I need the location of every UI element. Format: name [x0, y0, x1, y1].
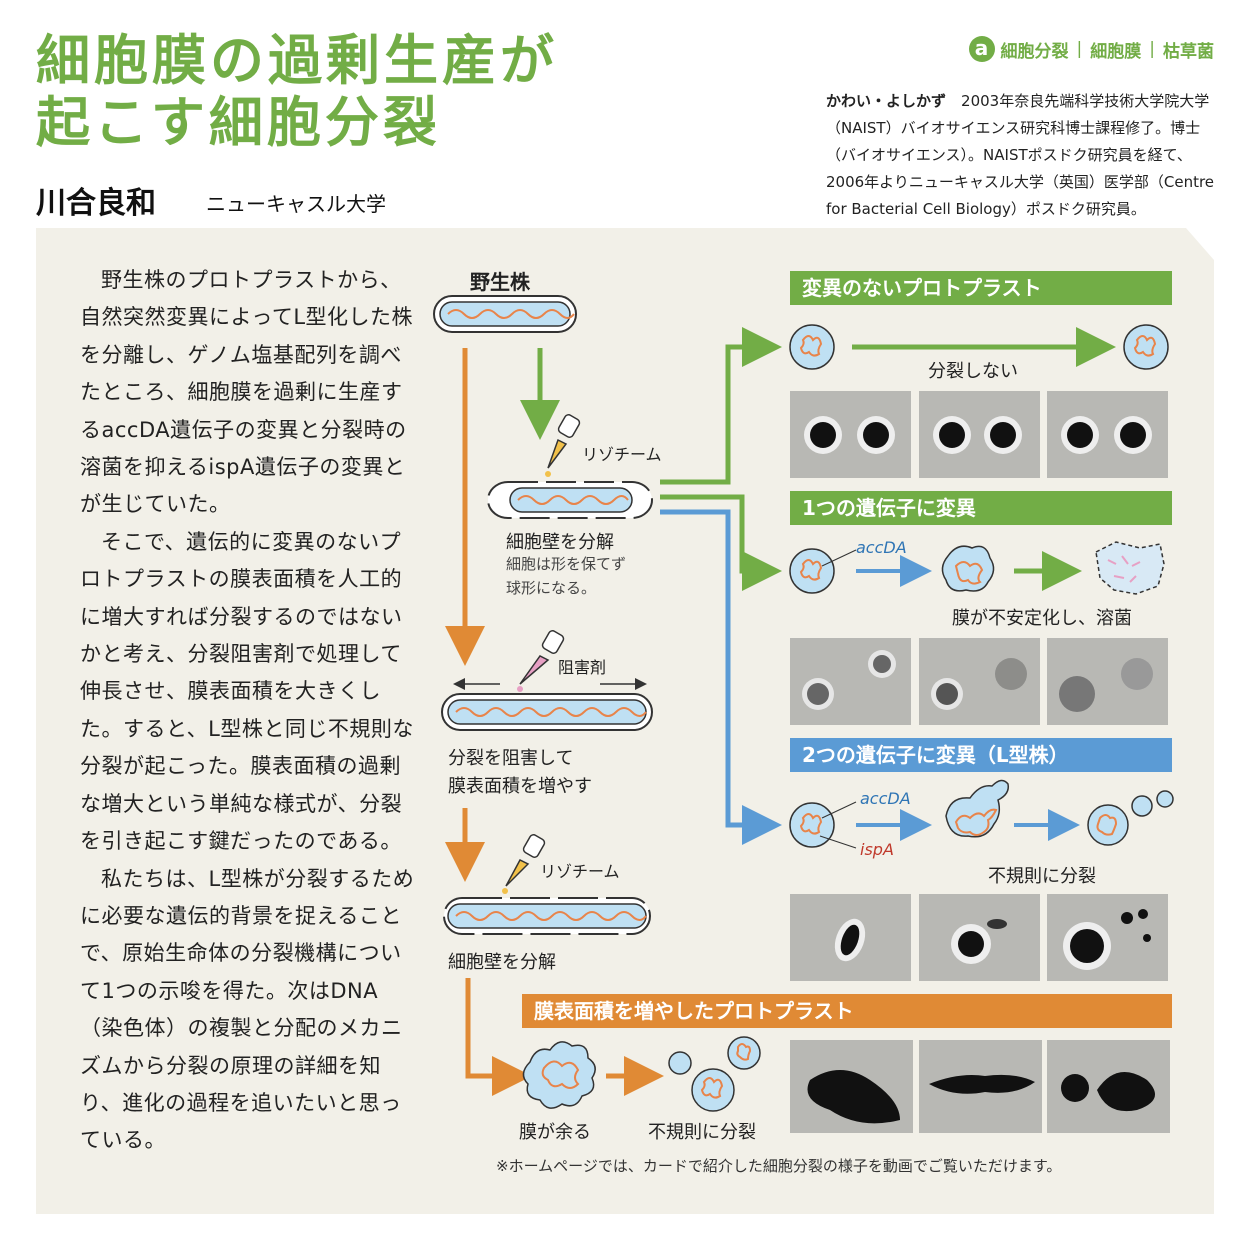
author-bio: かわい・よしかず 2003年奈良先端科学技術大学院大学（NAIST）バイオサイエ… [826, 88, 1218, 223]
protoplast-rod [509, 487, 633, 513]
title-line-1: 細胞膜の過剰生産が [36, 29, 558, 92]
irregular-daughter-2-dna [700, 1077, 724, 1099]
page-title: 細胞膜の過剰生産が 起こす細胞分裂 [36, 30, 558, 154]
elongated-dna [455, 707, 647, 717]
lysed-cell [1095, 541, 1165, 595]
tag-cell-division[interactable]: 細胞分裂 [1000, 41, 1069, 62]
header-no-mutation: 変異のないプロトプラスト [790, 271, 1172, 305]
micrograph-no-mutation-3 [1047, 391, 1168, 478]
inhibit-label-2: 膜表面積を増やす [448, 776, 592, 797]
ispA-label: ispA [860, 840, 894, 859]
protoplast-dna-2 [1133, 335, 1157, 357]
accDA-label: accDA [856, 538, 907, 557]
accDA-pointer-2 [821, 801, 857, 819]
wall-degrade-label-2: 細胞壁を分解 [448, 952, 556, 973]
category-logo-icon: a [968, 36, 995, 62]
daughter-cell-large [1087, 804, 1129, 846]
wild-type-label: 野生株 [470, 270, 530, 294]
accDA-pointer [821, 549, 857, 567]
lysis-label: 膜が不安定化し、溶菌 [952, 608, 1132, 629]
tag-divider: | [1076, 39, 1083, 59]
body-paragraph-1: 野生株のプロトプラストから、自然突然変異によってL型化した株を分離し、ゲノム塩基… [80, 268, 414, 517]
tag-bacillus[interactable]: 枯草菌 [1163, 41, 1214, 62]
author-name: 川合良和 [36, 186, 156, 221]
lysozyme-label: リゾチーム [582, 445, 662, 464]
micrograph-two-gene-1 [790, 894, 911, 981]
tag-divider: | [1149, 39, 1155, 59]
l-form-dna [799, 813, 823, 835]
wall-note-line-2: 球形になる。 [506, 579, 597, 597]
micrograph-one-gene-1 [790, 638, 911, 725]
title-line-2: 起こす細胞分裂 [36, 91, 441, 154]
l-form-sphere [789, 802, 835, 848]
irregular-daughter-3-dna [736, 1043, 752, 1061]
unstable-membrane-cell [941, 545, 995, 592]
green-branch-arrow-2 [660, 494, 782, 591]
tag-cell-membrane[interactable]: 細胞膜 [1090, 41, 1142, 62]
excess-membrane-label: 膜が余る [519, 1122, 591, 1143]
micrograph-one-gene-2 [919, 638, 1040, 725]
pipette-icon [545, 414, 581, 477]
lysozyme-label-2: リゾチーム [540, 862, 620, 881]
body-paragraph-2: そこで、遺伝的に変異のないプロトプラストの膜表面積を人工的に増大すれば分裂するの… [80, 529, 414, 854]
footnote: ※ホームページでは、カードで紹介した細胞分裂の様子を動画でご覧いただけます。 [496, 1157, 1062, 1175]
green-branch-arrow-1 [660, 327, 782, 485]
daughter-cell-small-2 [1156, 790, 1174, 808]
header-enlarged-membrane: 膜表面積を増やしたプロトプラスト [522, 994, 1172, 1028]
micrograph-enlarged-3 [1047, 1040, 1170, 1133]
irregular-daughter-2 [691, 1068, 735, 1112]
micrograph-no-mutation-1 [790, 391, 911, 478]
bio-name: かわい・よしかず [826, 92, 947, 110]
daughter-cell-small-1 [1131, 795, 1153, 817]
mutant-sphere-accDA [789, 548, 835, 594]
elongated-protoplast-dna [455, 911, 647, 921]
micrograph-enlarged-1 [790, 1040, 913, 1133]
pipette-inhibitor-icon [517, 630, 565, 692]
accDA-label-2: accDA [860, 789, 911, 808]
protoplast-dna-1 [799, 335, 823, 357]
author-affiliation: ニューキャスル大学 [206, 192, 386, 216]
budding-dna [954, 808, 998, 836]
pipette-icon-2 [502, 834, 546, 894]
wild-type-dna [447, 309, 575, 319]
orange-arrow-3 [465, 978, 532, 1096]
irregular-division-label: 不規則に分裂 [988, 866, 1096, 887]
daughter-cell-dna [1096, 814, 1118, 836]
budding-cell [945, 779, 1010, 838]
blue-branch-arrow [660, 509, 782, 845]
excess-membrane-cell [522, 1041, 596, 1109]
inhibit-label-1: 分裂を阻害して [448, 748, 574, 769]
micrograph-two-gene-3 [1047, 894, 1168, 981]
protoplast-rod-dna [517, 495, 629, 505]
inhibitor-label: 阻害剤 [558, 658, 607, 677]
wild-type-cell [439, 301, 571, 327]
protoplast-sphere-1 [789, 324, 835, 370]
header-one-gene: 1つの遺伝子に変異 [790, 491, 1172, 525]
micrograph-enlarged-2 [919, 1040, 1042, 1133]
irregular-daughter-3 [727, 1036, 761, 1070]
article-body: 野生株のプロトプラストから、自然突然変異によってL型化した株を分離し、ゲノム塩基… [80, 262, 415, 1160]
lysed-dna-fragments [1107, 555, 1141, 583]
irregular-division-label-2: 不規則に分裂 [648, 1122, 756, 1143]
unstable-membrane-dna [954, 561, 984, 585]
topic-tags: a 細胞分裂 | 細胞膜 | 枯草菌 [968, 36, 1214, 62]
header-two-gene: 2つの遺伝子に変異（L型株） [790, 738, 1172, 772]
irregular-daughter-1 [668, 1051, 692, 1075]
protoplast-sphere-2 [1123, 324, 1169, 370]
body-paragraph-3: 私たちは、L型株が分裂するために必要な遺伝的背景を捉えることで、原始生命体の分裂… [80, 866, 415, 1153]
micrograph-no-mutation-2 [919, 391, 1040, 478]
wall-degrade-label: 細胞壁を分解 [506, 532, 614, 553]
no-division-label: 分裂しない [928, 361, 1018, 382]
mutant-dna-accDA [799, 559, 823, 581]
ispA-pointer [819, 835, 857, 849]
micrograph-two-gene-2 [919, 894, 1040, 981]
bio-text: 2003年奈良先端科学技術大学院大学（NAIST）バイオサイエンス研究科博士課程… [826, 92, 1215, 218]
micrograph-one-gene-3 [1047, 638, 1168, 725]
wall-note-line-1: 細胞は形を保てず [506, 555, 627, 573]
excess-membrane-dna [541, 1060, 580, 1089]
